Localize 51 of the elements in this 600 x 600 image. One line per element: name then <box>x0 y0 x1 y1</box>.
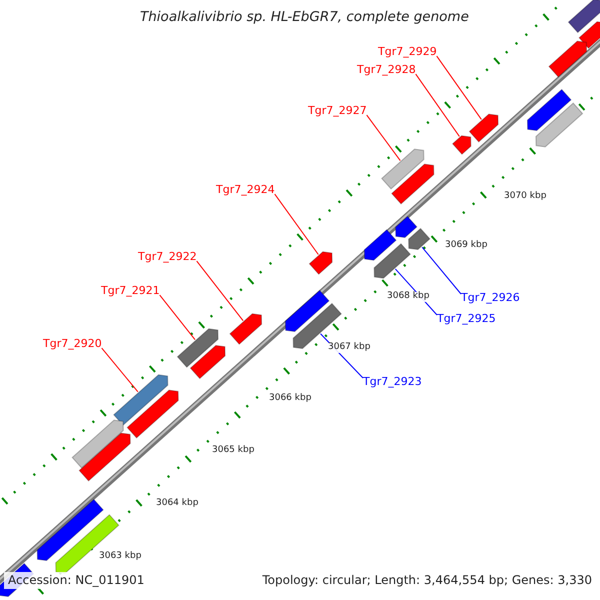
scale-label: 3070 kbp <box>503 192 548 202</box>
scale-label: 3068 kbp <box>386 292 430 302</box>
gene-label: Tgr7_2924 <box>216 184 275 196</box>
gene-block <box>568 0 600 34</box>
gene-block <box>526 88 572 132</box>
gene-block <box>364 229 397 261</box>
scale-label: 3067 kbp <box>327 343 372 353</box>
gene-block <box>380 148 424 190</box>
scale-label: 3065 kbp <box>211 446 256 456</box>
leader-line <box>196 260 244 322</box>
gene-block <box>548 40 588 78</box>
scale-label: 3069 kbp <box>444 241 488 251</box>
gene-label: Tgr7_2923 <box>363 376 422 388</box>
leader-line <box>159 294 196 340</box>
gene-block <box>55 514 120 574</box>
gene-label: Tgr7_2925 <box>437 313 496 326</box>
leader-line <box>422 246 462 294</box>
gene-label: Tgr7_2928 <box>357 64 416 76</box>
gene-block <box>395 216 418 238</box>
gene-block <box>468 114 499 143</box>
gene-block <box>229 313 262 345</box>
gene-block <box>284 290 330 332</box>
gene-label: Tgr7_2920 <box>43 338 102 350</box>
gene-block <box>374 243 412 279</box>
gene-label: Tgr7_2927 <box>308 105 367 118</box>
gene-block <box>72 420 124 469</box>
gene-block <box>113 374 168 426</box>
scale-label: 3064 kbp <box>155 499 200 509</box>
title: Thioalkalivibrio sp. HL-EbGR7, complete genome <box>140 10 469 25</box>
gene-block <box>190 344 226 380</box>
gene-label: Tgr7_2929 <box>378 46 437 58</box>
leader-line <box>274 194 319 256</box>
leader-line <box>436 56 482 120</box>
scale-label: 3063 kbp <box>98 552 142 562</box>
gene-block <box>408 228 431 250</box>
gene-block <box>176 328 219 368</box>
gene-block <box>78 432 131 482</box>
gene-block <box>535 102 584 148</box>
leader-line <box>101 348 138 392</box>
leader-line <box>415 74 460 137</box>
gene-label: Tgr7_2926 <box>461 292 520 304</box>
scale-label: 3066 kbp <box>268 394 312 404</box>
gene-block <box>578 21 600 49</box>
gene-block <box>308 251 333 275</box>
gene-block <box>390 164 434 205</box>
genome-info-text: Topology: circular; Length: 3,464,554 bp; Genes: 3,330 <box>262 574 592 588</box>
leader-line <box>366 114 401 162</box>
gene-label: Tgr7_2921 <box>101 285 160 298</box>
gene-block <box>452 135 472 155</box>
gene-label: Tgr7_2922 <box>138 251 197 264</box>
gene-block <box>126 390 179 439</box>
